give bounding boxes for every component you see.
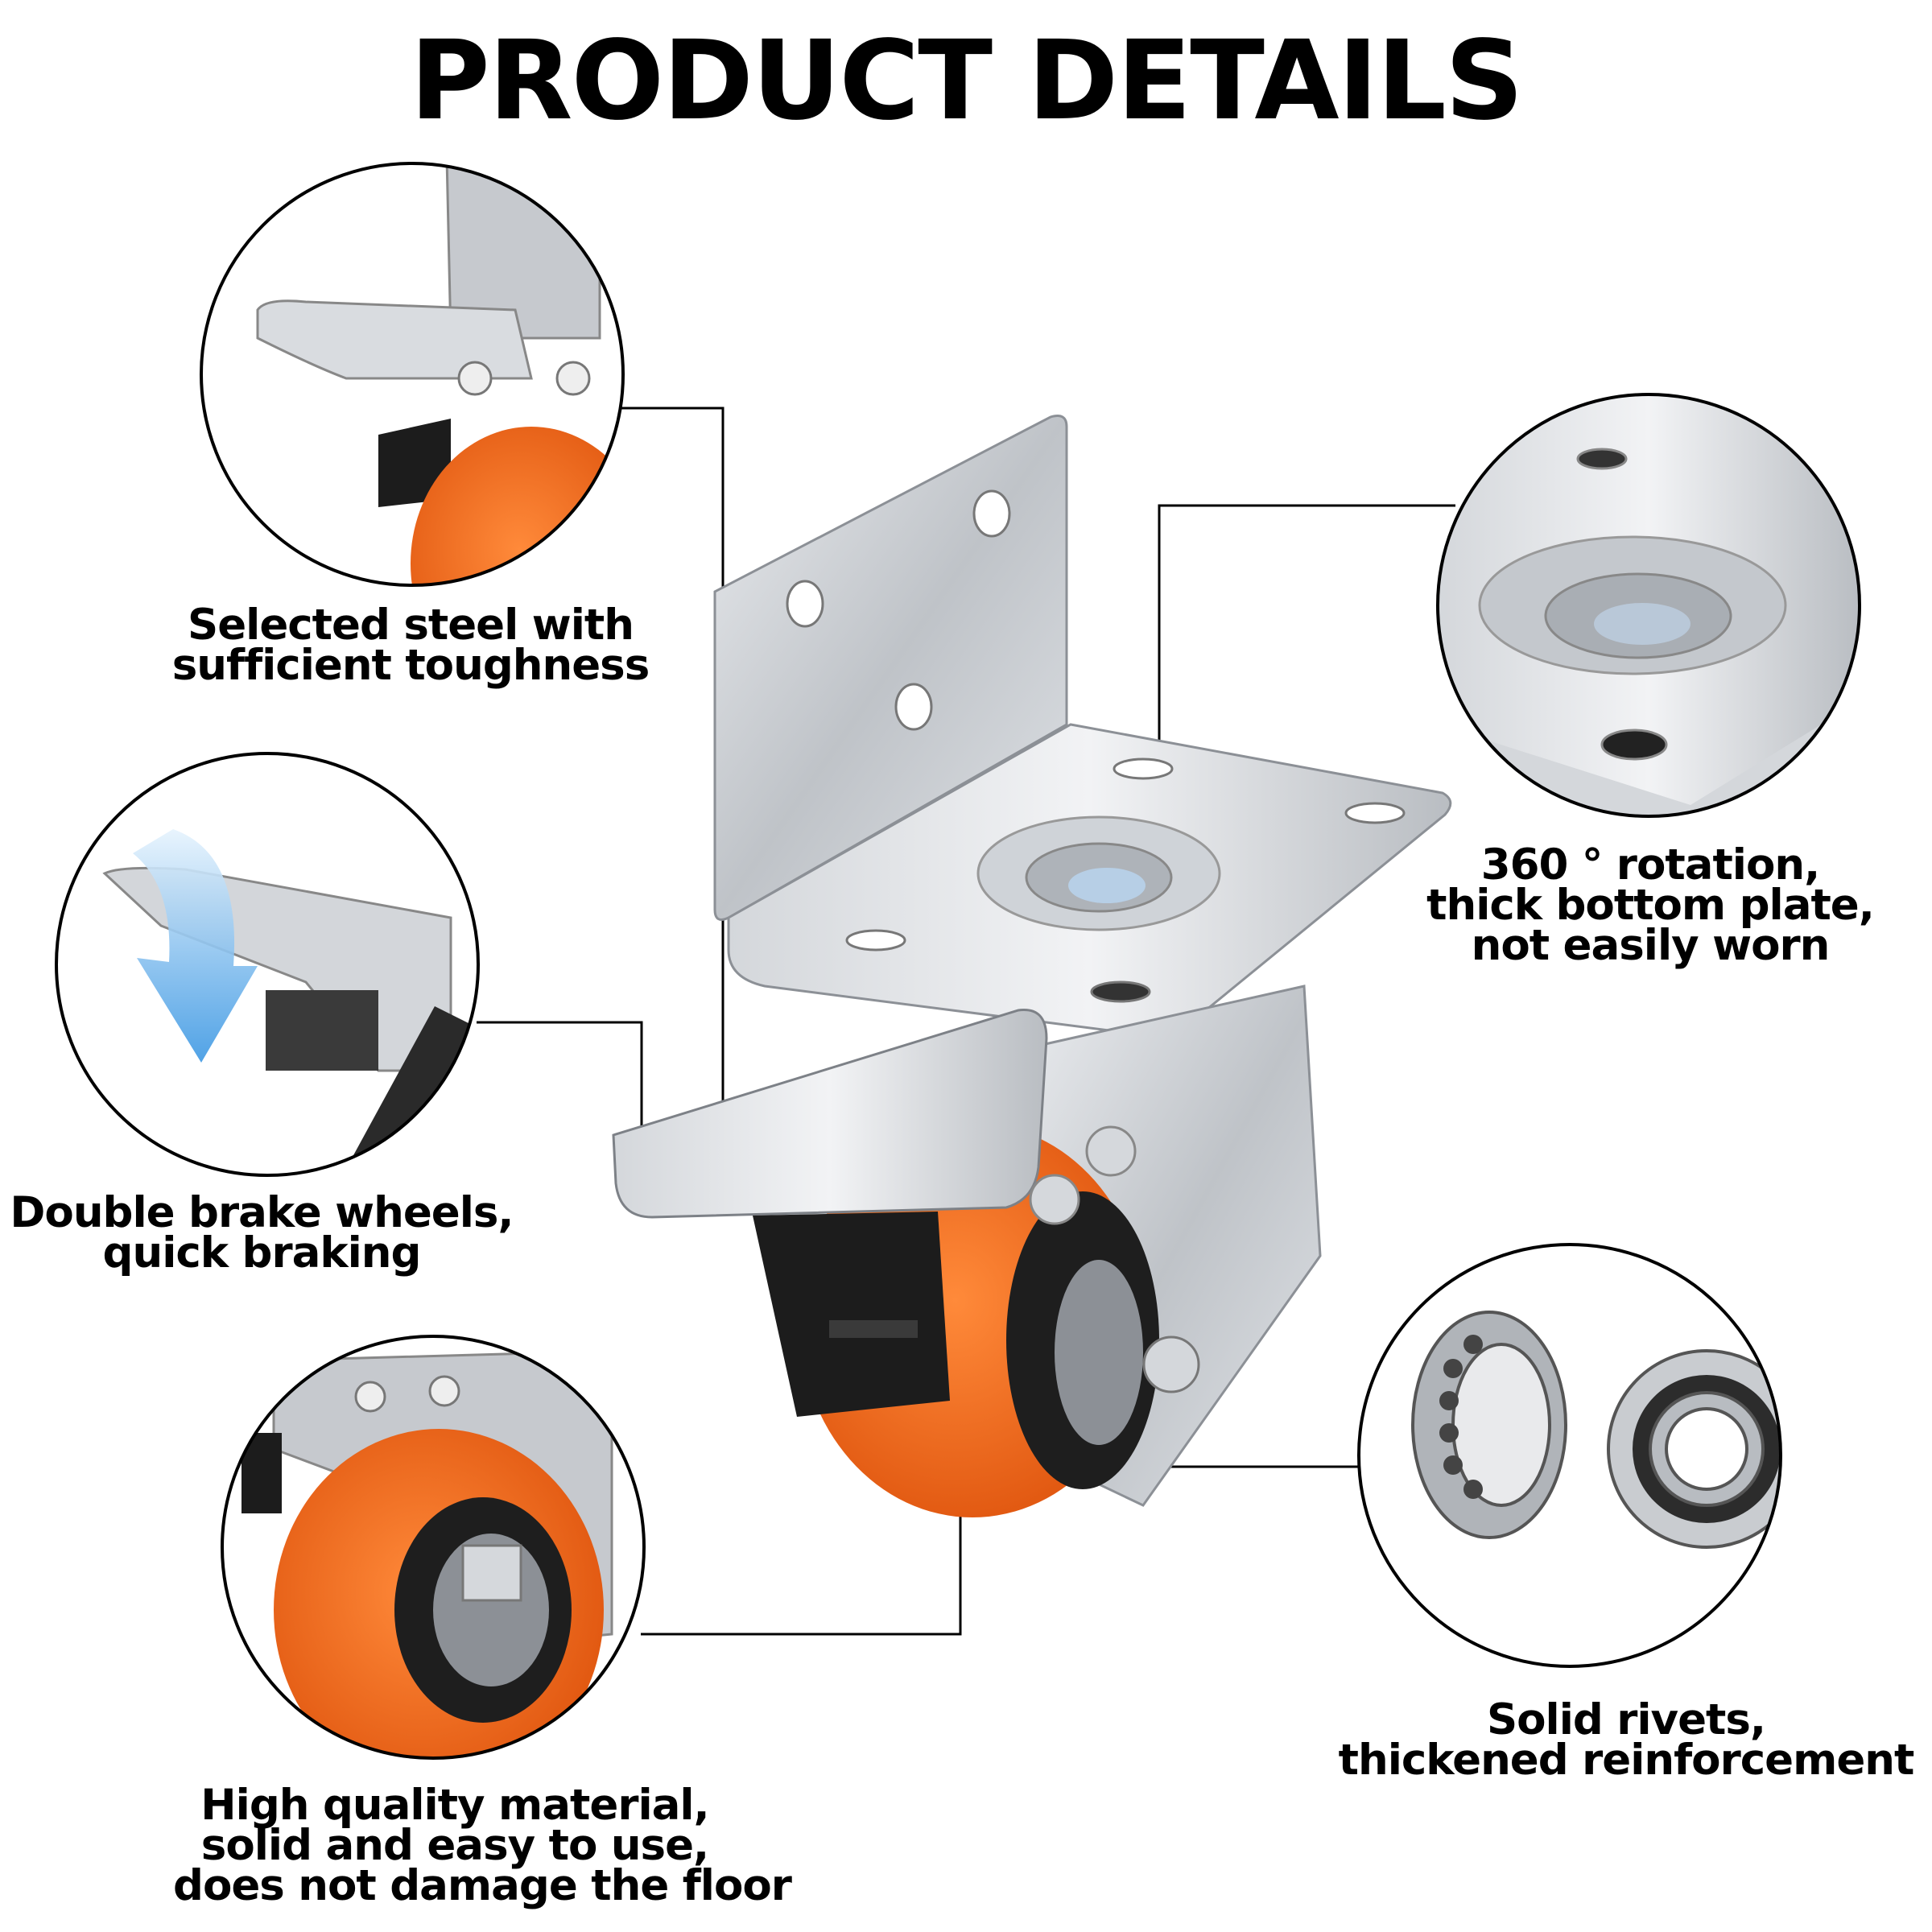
caption-rotation-line-3: not easily worn	[1471, 921, 1831, 970]
bearing-side-icon	[1411, 1311, 1567, 1539]
caption-rotation-line-2: thick bottom plate,	[1426, 881, 1875, 930]
caption-wheel-line-3: does not damage the floor	[173, 1861, 792, 1910]
caption-steel: Selected steel with sufficient toughness	[161, 601, 660, 690]
caption-brake-line-1: Double brake wheels,	[10, 1188, 514, 1237]
caption-brake: Double brake wheels, quick braking	[8, 1188, 515, 1278]
rivet-2	[1085, 1125, 1137, 1177]
caption-steel-line-2: sufficient toughness	[171, 641, 650, 690]
main-caster	[612, 415, 1452, 1517]
caption-wheel: High quality material, solid and easy to…	[173, 1781, 792, 1910]
detail-circle-rotation	[1436, 393, 1861, 818]
caption-wheel-line-2: solid and easy to use,	[200, 1821, 709, 1870]
detail-circle-brake	[55, 752, 480, 1177]
caption-rivets-line-2: thickened reinforcement	[1338, 1736, 1915, 1785]
vertical-plate	[713, 415, 1068, 921]
page-title: PRODUCT DETAILS	[410, 18, 1524, 145]
detail-circle-wheel	[221, 1335, 646, 1760]
brake-lever	[612, 1008, 1048, 1219]
caption-rotation: 360 ° rotation, thick bottom plate, not …	[1417, 840, 1884, 970]
bearing-front-icon	[1607, 1349, 1781, 1549]
caption-brake-line-2: quick braking	[102, 1228, 422, 1278]
arrow-down-icon	[133, 829, 258, 1063]
detail-circle-bearings	[1357, 1243, 1782, 1668]
caption-rotation-line-1: 360 ° rotation,	[1480, 840, 1820, 890]
rivet-1	[1029, 1174, 1080, 1225]
caption-steel-line-1: Selected steel with	[188, 601, 634, 650]
caption-rivets-line-1: Solid rivets,	[1486, 1695, 1766, 1744]
connector-line-steel	[617, 407, 724, 1117]
caption-rivets: Solid rivets, thickened reinforcement	[1336, 1695, 1916, 1785]
connector-line-brake	[477, 1021, 643, 1127]
brake-pad	[753, 1212, 950, 1417]
caption-wheel-line-1: High quality material,	[200, 1781, 709, 1830]
